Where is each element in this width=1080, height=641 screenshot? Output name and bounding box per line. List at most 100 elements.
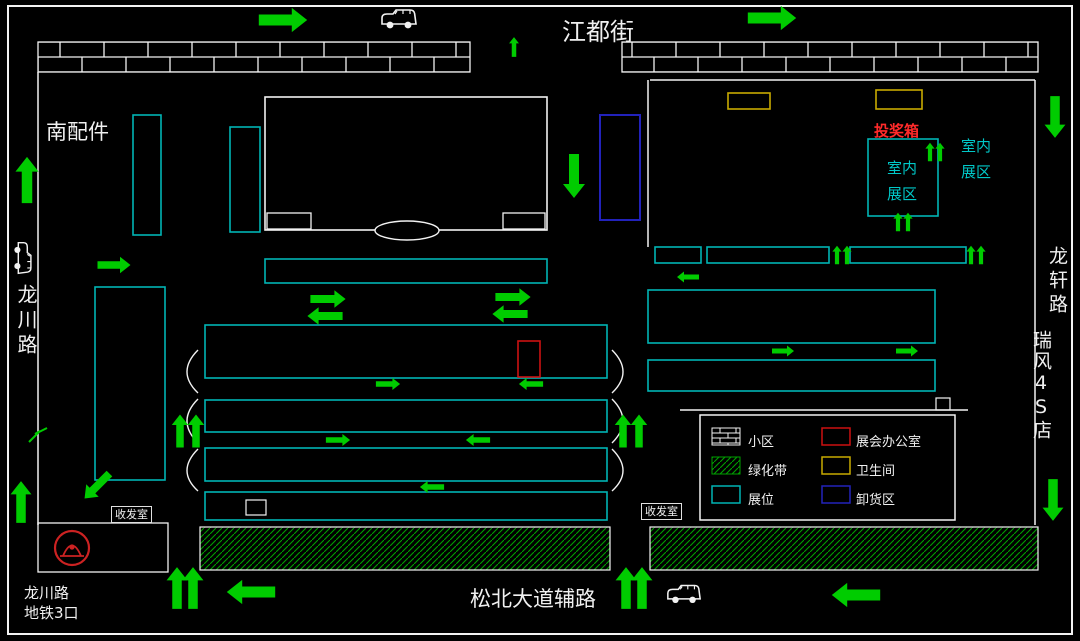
legend-label-residential: 小区 [748,435,775,450]
direction-arrow [614,414,632,448]
street-label-bottom: 松北大道辅路 [470,587,596,611]
direction-arrow [563,154,585,198]
direction-arrow [166,567,188,609]
indoor-zone-label-open: 室内展区 [960,137,991,181]
booth-rect [706,246,830,264]
direction-arrow [258,7,308,33]
legend-label-unload: 卸货区 [856,493,896,508]
direction-arrow [226,579,276,605]
direction-arrow [925,142,935,162]
main-hall-inner-left [266,212,312,230]
direction-arrow [772,345,794,357]
green-belts [37,522,1039,573]
booth-rect [94,286,166,481]
indoor-zone-box [867,138,939,217]
corridor-arc [186,349,199,394]
direction-arrow [495,288,531,306]
direction-arrow [831,582,881,608]
booth-rect [204,324,608,379]
booth-rect [647,359,936,392]
direction-arrow [631,567,653,609]
legend-label-toilet: 卫生间 [856,464,896,479]
special-rooms [245,89,923,516]
direction-arrows [10,5,1066,609]
direction-arrow [187,414,205,448]
direction-arrow [97,256,131,274]
green-belt-strip [199,526,611,571]
legend-brick-swatch [711,427,741,446]
direction-arrow [677,271,699,283]
legend-box [699,414,956,521]
car-icon [381,9,417,30]
main-hall-inner-right [502,212,546,230]
direction-arrow [307,307,343,325]
booth-rect [204,447,608,482]
area-label-south-parts: 南配件 [46,120,109,144]
direction-arrow [518,377,544,391]
direction-arrow [832,245,842,265]
corridor-arc [611,349,624,394]
legend-toilet-swatch [821,456,851,475]
booth-rect [204,399,608,433]
direction-arrow [630,414,648,448]
corridor-arcs [186,349,624,492]
prize-box-label: 投奖箱 [874,122,920,140]
booth-rect [132,114,162,236]
booth-rect [647,289,936,344]
direction-arrow [976,245,986,265]
legend-area-tick-box [935,397,951,411]
brick-wall-strips [37,41,1039,73]
shop-label-right: 瑞风4S店 [1030,330,1052,441]
exhibition-office-rect [517,340,541,378]
toilet-rect [875,89,923,110]
booth-rects [94,114,967,521]
main-hall-building [264,96,951,411]
legend-label-green-belt: 绿化带 [748,464,788,479]
metro-entrance-box [37,522,169,573]
metro-exit-label-line1: 龙川路 [24,584,70,602]
direction-arrow [465,433,491,447]
main-hall-outline [264,96,548,231]
direction-arrow [492,305,528,323]
booth-rect [264,258,548,284]
direction-arrow [896,345,918,357]
mail-room-label-right: 收发室 [641,503,682,520]
car-icon [667,584,701,604]
legend-label-office: 展会办公室 [856,435,922,450]
legend-unload-swatch [821,485,851,504]
site-boundary-lines [37,72,1036,525]
main-hall-entrance-ellipse [374,220,440,241]
direction-arrow [182,567,204,609]
legend-office-swatch [821,427,851,446]
small-kiosk-box [245,499,267,516]
break-mark [28,427,48,443]
brick-wall-top-right [621,41,1039,73]
direction-arrow [171,414,189,448]
metro-exit-label-line2: 地铁3口 [24,604,79,622]
booth-rect [229,126,261,233]
direction-arrow [15,156,39,204]
direction-arrow [10,481,32,523]
car-icon [13,241,32,275]
street-label-right-road: 龙轩路 [1046,246,1068,318]
metro-logo-icon [53,529,91,567]
booth-rect [204,491,608,521]
brick-wall-top-left [37,41,471,73]
street-label-top: 江都街 [562,18,634,46]
direction-arrow [78,467,116,505]
booth-rect [849,246,967,264]
legend-green-hatch-swatch [711,456,741,475]
street-label-left: 龙川路 [14,284,38,359]
direction-arrow [1044,96,1066,138]
legend-label-booth: 展位 [748,493,775,508]
direction-arrow [615,567,637,609]
toilet-rect [727,92,771,110]
direction-arrow [325,433,351,447]
green-belt-strip [649,526,1039,571]
legend-booth-swatch [711,485,741,504]
direction-arrow [509,37,519,57]
direction-arrow [966,245,976,265]
indoor-zone-label-boxed: 室内展区 [886,159,917,203]
legend-outline [699,414,956,521]
